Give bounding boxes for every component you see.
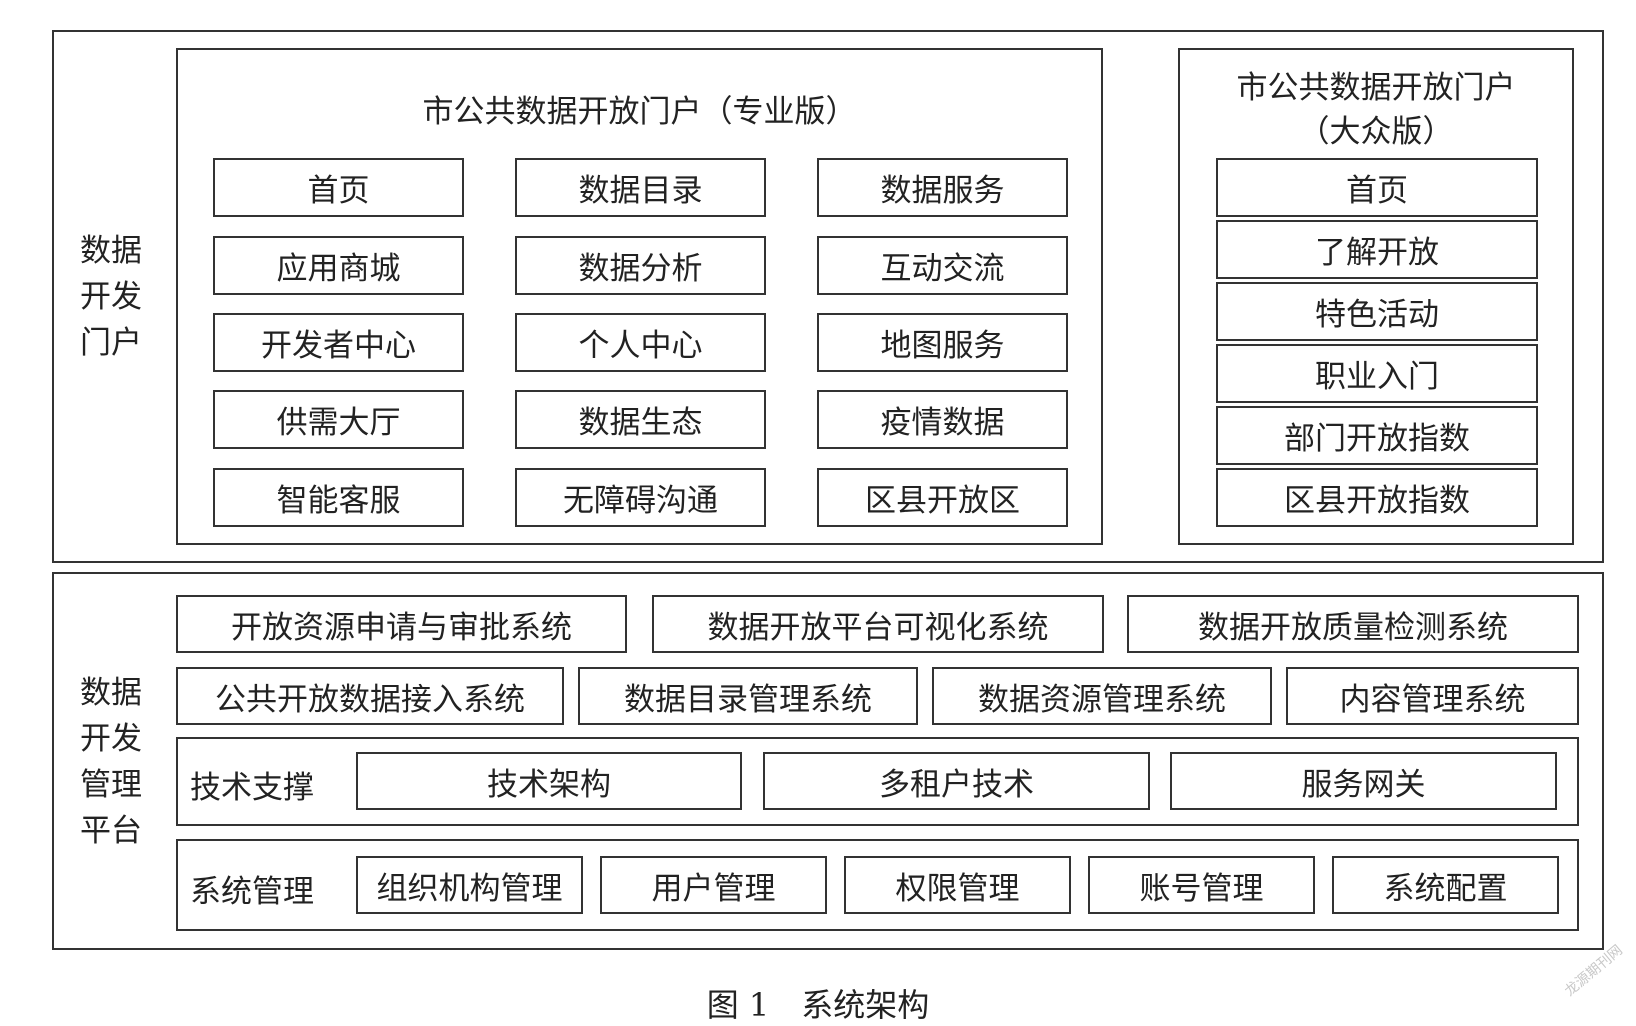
mgmt-permission: 权限管理: [844, 856, 1071, 914]
platform-label-line-2: 开发: [80, 721, 142, 757]
pro-item-data-analysis: 数据分析: [515, 236, 766, 295]
sys-quality-inspection: 数据开放质量检测系统: [1127, 595, 1579, 653]
platform-section-label: 数据 开发 管理 平台: [80, 670, 150, 854]
pro-item-accessibility: 无障碍沟通: [515, 468, 766, 527]
platform-label-line-1: 数据: [80, 675, 142, 711]
public-portal-title-line-2: （大众版）: [1298, 114, 1454, 150]
portal-label-line-1: 数据: [80, 233, 142, 269]
tech-architecture: 技术架构: [356, 752, 742, 810]
mgmt-organization: 组织机构管理: [356, 856, 583, 914]
sys-data-access: 公共开放数据接入系统: [176, 667, 564, 725]
sys-catalog-management: 数据目录管理系统: [578, 667, 918, 725]
portal-label-line-2: 开发: [80, 279, 142, 315]
public-item-home: 首页: [1216, 158, 1538, 217]
public-item-featured-activities: 特色活动: [1216, 282, 1538, 341]
pro-item-supply-demand: 供需大厅: [213, 390, 464, 449]
pro-item-epidemic-data: 疫情数据: [817, 390, 1068, 449]
platform-label-line-3: 管理: [80, 767, 142, 803]
pro-item-data-ecology: 数据生态: [515, 390, 766, 449]
public-portal-title-line-1: 市公共数据开放门户: [1236, 70, 1516, 106]
pro-item-personal-center: 个人中心: [515, 313, 766, 372]
mgmt-user: 用户管理: [600, 856, 827, 914]
public-item-career-entry: 职业入门: [1216, 344, 1538, 403]
tech-support-label: 技术支撑: [190, 770, 314, 806]
sys-content-management: 内容管理系统: [1286, 667, 1579, 725]
pro-item-smart-service: 智能客服: [213, 468, 464, 527]
mgmt-account: 账号管理: [1088, 856, 1315, 914]
pro-item-home: 首页: [213, 158, 464, 217]
pro-item-data-service: 数据服务: [817, 158, 1068, 217]
sys-platform-visualization: 数据开放平台可视化系统: [652, 595, 1104, 653]
public-item-dept-index: 部门开放指数: [1216, 406, 1538, 465]
pro-item-data-catalog: 数据目录: [515, 158, 766, 217]
sys-mgmt-label: 系统管理: [190, 874, 314, 910]
portal-section-label: 数据 开发 门户: [80, 228, 150, 366]
mgmt-system-config: 系统配置: [1332, 856, 1559, 914]
pro-portal-title: 市公共数据开放门户（专业版）: [422, 94, 857, 130]
public-item-district-index: 区县开放指数: [1216, 468, 1538, 527]
pro-item-developer-center: 开发者中心: [213, 313, 464, 372]
tech-multi-tenant: 多租户技术: [763, 752, 1150, 810]
figure-caption: 图 1 系统架构: [706, 986, 930, 1024]
public-item-about-open: 了解开放: [1216, 220, 1538, 279]
pro-item-interaction: 互动交流: [817, 236, 1068, 295]
sys-resource-approval: 开放资源申请与审批系统: [176, 595, 627, 653]
pro-item-map-service: 地图服务: [817, 313, 1068, 372]
sys-resource-management: 数据资源管理系统: [932, 667, 1272, 725]
platform-label-line-4: 平台: [80, 813, 142, 849]
tech-service-gateway: 服务网关: [1170, 752, 1557, 810]
portal-label-line-3: 门户: [80, 325, 142, 361]
pro-item-district-zone: 区县开放区: [817, 468, 1068, 527]
pro-portal-frame: [176, 48, 1103, 545]
pro-item-app-store: 应用商城: [213, 236, 464, 295]
